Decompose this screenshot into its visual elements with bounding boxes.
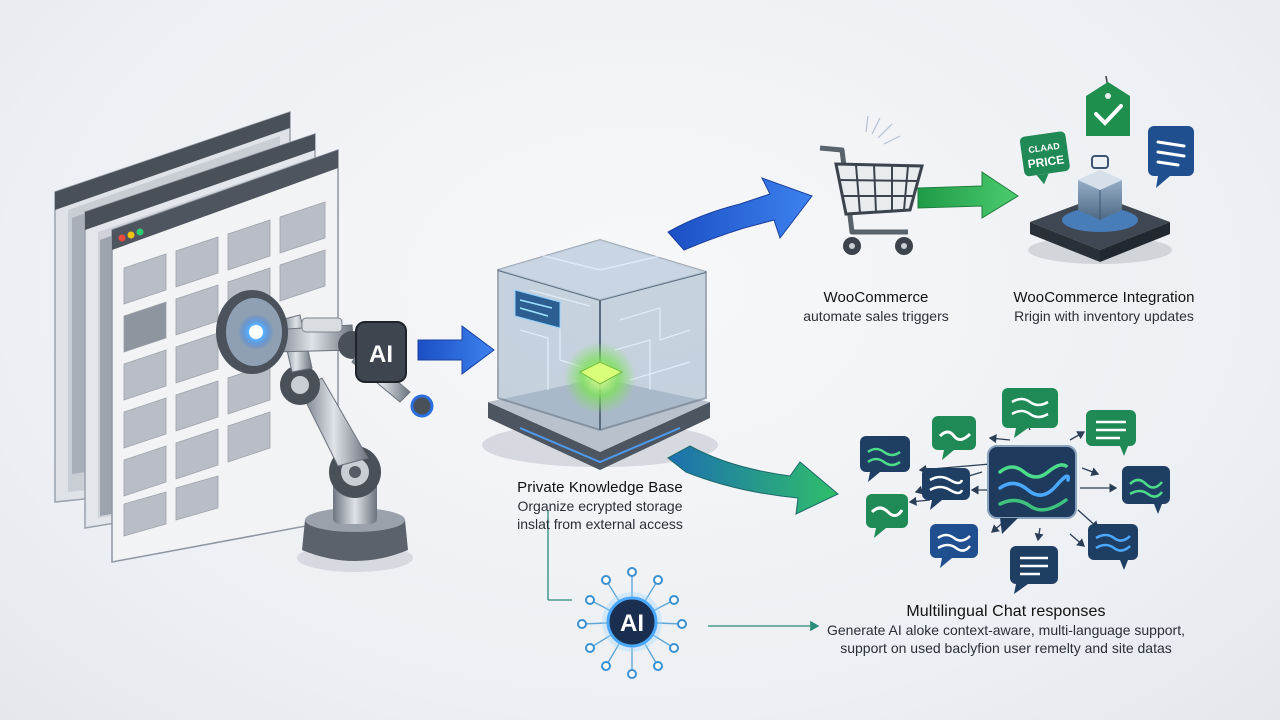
central-chat-bubble <box>988 446 1076 534</box>
chat-bubble-7 <box>866 494 908 538</box>
chat-bubble-5 <box>1122 466 1170 514</box>
ai-chip-badge: AI <box>356 322 406 382</box>
knowledge-base-line1: Organize ecrypted storage <box>470 497 730 515</box>
chat-list-icon <box>1148 126 1194 188</box>
arrow-cart-to-integration <box>918 172 1018 218</box>
woocommerce-line1: automate sales triggers <box>776 307 976 325</box>
woocommerce-integration-platform: CLAAD PRICE <box>1019 76 1194 264</box>
chat-bubble-8 <box>930 524 978 568</box>
woocommerce-integration-line1: Rrigin with inventory updates <box>988 307 1220 325</box>
ai-hub-node: AI <box>548 510 818 678</box>
chat-bubble-2 <box>932 416 976 460</box>
ai-hub-label: AI <box>620 610 644 637</box>
multilingual-caption: Multilingual Chat responses Generate AI … <box>816 603 1196 657</box>
knowledge-base-caption: Private Knowledge Base Organize ecrypted… <box>470 479 730 533</box>
multilingual-title: Multilingual Chat responses <box>816 603 1196 621</box>
window-minimize-dot <box>128 232 135 239</box>
chat-bubble-6 <box>922 468 970 510</box>
check-tag-icon <box>1086 76 1130 136</box>
window-maximize-dot <box>137 229 144 236</box>
chat-bubble-4 <box>1086 410 1136 456</box>
woocommerce-integration-caption: WooCommerce Integration Rrigin with inve… <box>988 289 1220 325</box>
shopping-cart-icon <box>820 116 922 255</box>
woocommerce-caption: WooCommerce automate sales triggers <box>776 289 976 325</box>
knowledge-base-title: Private Knowledge Base <box>470 479 730 497</box>
woocommerce-integration-title: WooCommerce Integration <box>988 289 1220 307</box>
knowledge-base-cube <box>482 240 718 470</box>
chat-bubble-9 <box>1010 546 1058 594</box>
multilingual-line2: support on used baclyfion user remelty a… <box>816 639 1196 657</box>
multilingual-line1: Generate AI aloke context-aware, multi-l… <box>816 621 1196 639</box>
arrow-robot-to-knowledge-base <box>418 326 494 374</box>
arrow-knowledge-base-to-cart <box>668 178 812 250</box>
window-close-dot <box>119 235 126 242</box>
chat-bubble-10 <box>1088 524 1138 570</box>
chat-bubble-1 <box>860 436 910 482</box>
woocommerce-title: WooCommerce <box>776 289 976 307</box>
price-tag-icon: CLAAD PRICE <box>1019 131 1072 187</box>
chat-bubble-network <box>860 388 1170 594</box>
ai-chip-label: AI <box>369 341 393 368</box>
knowledge-base-line2: inslat from external access <box>470 515 730 533</box>
chat-bubble-3 <box>1002 388 1058 438</box>
